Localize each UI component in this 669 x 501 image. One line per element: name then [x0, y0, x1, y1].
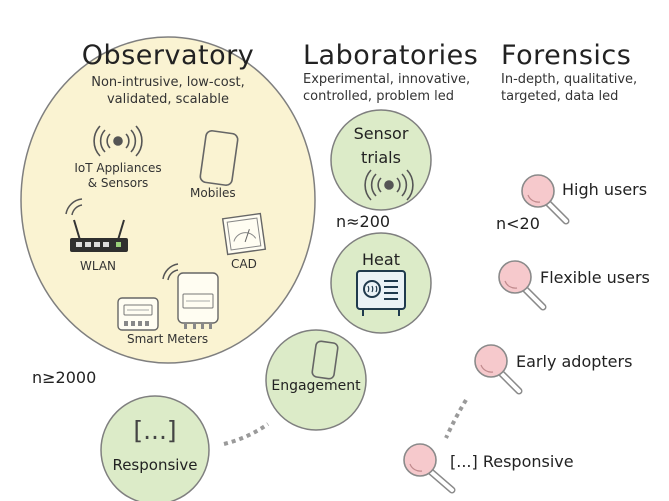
- forensics-sample-size: n<20: [496, 214, 540, 233]
- cad-display-icon: [221, 212, 267, 256]
- laboratories-subtitle-line1: Experimental, innovative,: [303, 72, 471, 87]
- responsive-circle: [100, 395, 210, 501]
- responsive-ellipsis: [...]: [133, 416, 177, 445]
- smart-meter-tall-icon: [162, 263, 219, 329]
- forensics-item-flexible-users: Flexible users: [540, 268, 650, 287]
- heat-label: Heat: [362, 250, 400, 269]
- laboratories-subtitle-line2: controlled, problem led: [303, 89, 454, 104]
- magnifier-icon-high-users: [521, 174, 570, 225]
- forensics-continuation-dots: [444, 398, 468, 439]
- sensor-signal-icon: [364, 169, 414, 201]
- wlan-router-icon: [65, 198, 128, 252]
- observatory-sample-size: n≥2000: [32, 368, 97, 387]
- magnifier-icon-early-adopters: [474, 344, 523, 395]
- forensics-item-high-users: High users: [562, 180, 648, 199]
- forensics-item-early-adopters: Early adopters: [516, 352, 633, 371]
- mobile-phone-icon: [199, 130, 239, 186]
- sensor-trials-label-line1: Sensor: [353, 124, 409, 143]
- engagement-circle: [265, 329, 367, 431]
- iot-appliances-label-line2: & Sensors: [87, 176, 149, 190]
- observatory-title: Observatory: [81, 40, 255, 71]
- iot-appliances-label-line1: IoT Appliances: [74, 161, 162, 175]
- wlan-label: WLAN: [80, 259, 117, 273]
- observatory-subtitle-line2: validated, scalable: [106, 92, 230, 107]
- engagement-phone-icon: [311, 340, 339, 380]
- smart-meter-small-icon: [117, 297, 159, 331]
- laboratories-sample-size: n≈200: [336, 212, 391, 231]
- lab-continuation-dots: [223, 422, 270, 446]
- forensics-subtitle-line2: targeted, data led: [501, 89, 619, 104]
- cad-label: CAD: [231, 257, 257, 271]
- mobiles-label: Mobiles: [190, 186, 236, 200]
- forensics-title: Forensics: [501, 40, 632, 71]
- observatory-ellipse: [20, 36, 316, 364]
- magnifier-icon-flexible-users: [498, 260, 547, 311]
- magnifier-icon-responsive: [403, 443, 456, 494]
- smart-meters-label: Smart Meters: [127, 332, 209, 346]
- iot-sensor-icon: [93, 125, 143, 157]
- responsive-label: Responsive: [112, 456, 198, 474]
- sensor-trials-label-line2: trials: [361, 148, 401, 167]
- heater-icon: [356, 270, 406, 316]
- forensics-subtitle-line1: In-depth, qualitative,: [501, 72, 638, 87]
- forensics-item-responsive: [...] Responsive: [450, 452, 574, 471]
- engagement-label: Engagement: [271, 378, 361, 394]
- observatory-subtitle-line1: Non-intrusive, low-cost,: [91, 75, 245, 90]
- laboratories-title: Laboratories: [303, 40, 479, 71]
